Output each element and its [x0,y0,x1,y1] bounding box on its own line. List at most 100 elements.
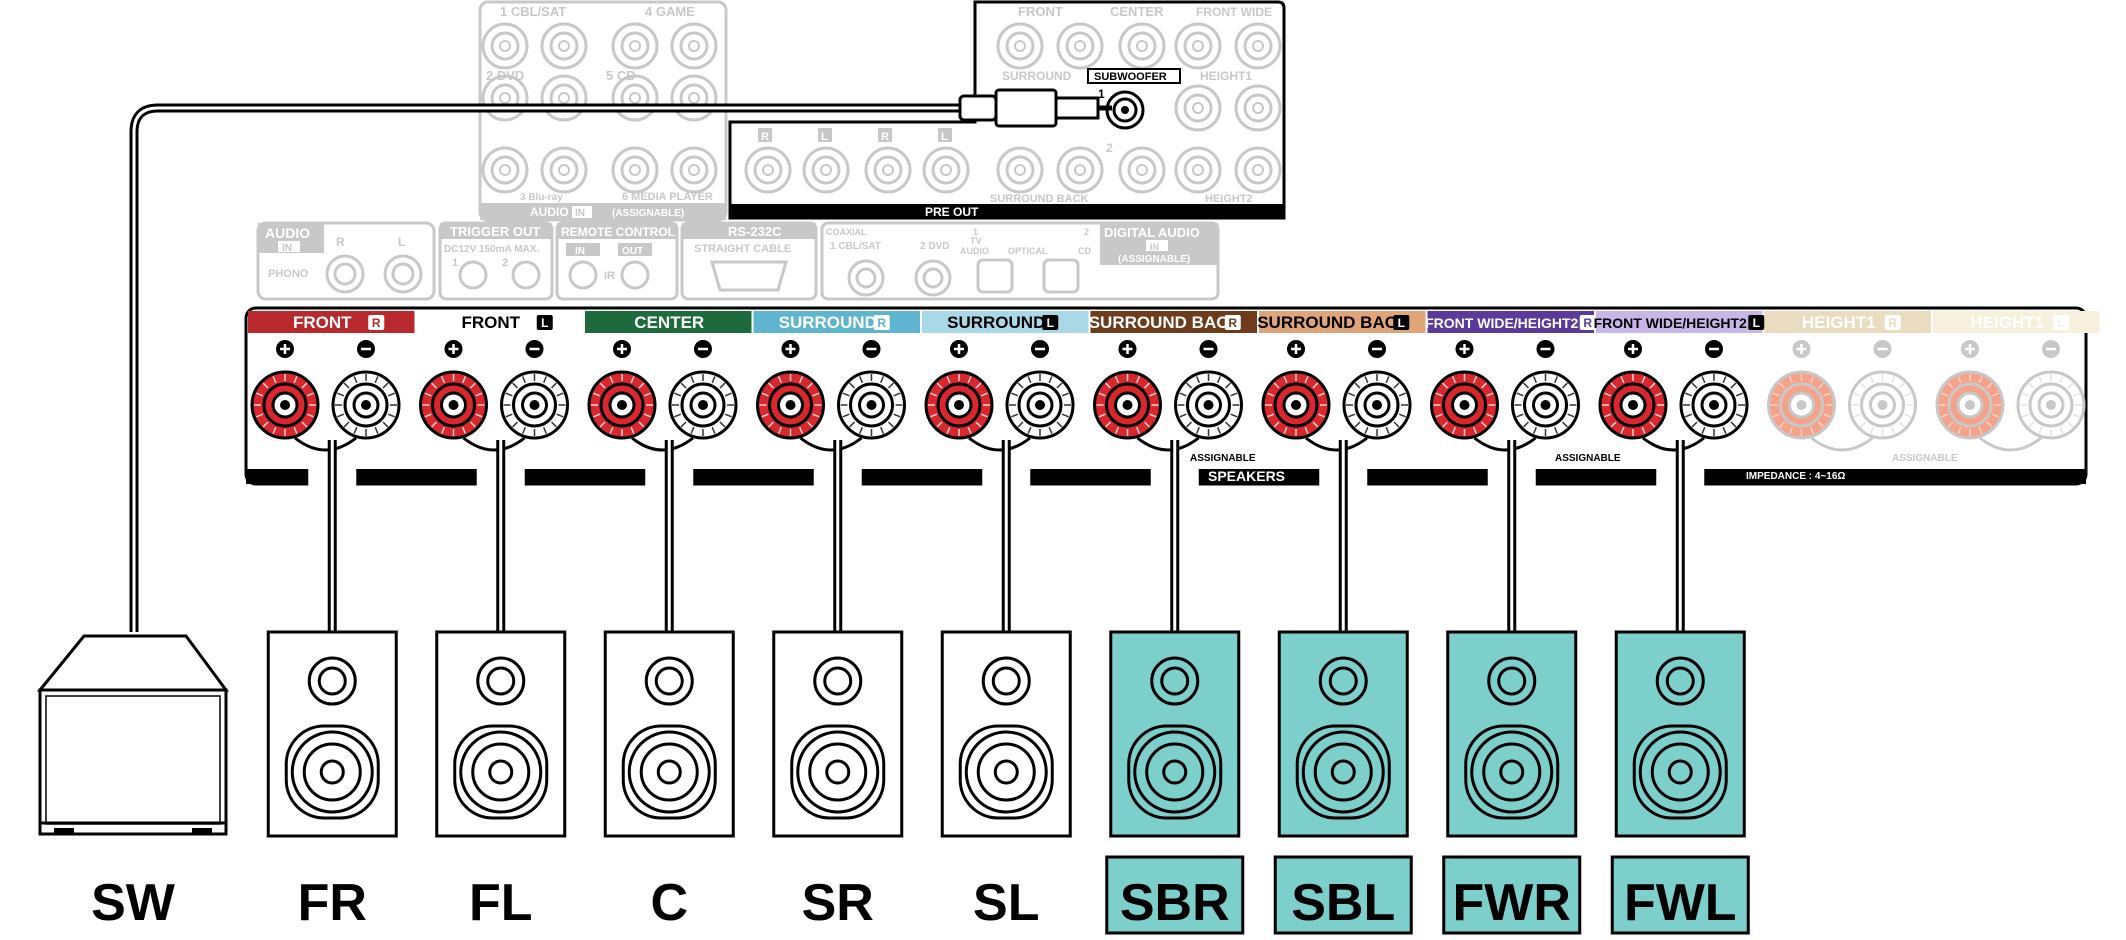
binding-post-negative[interactable] [1511,370,1580,440]
rca-input-jack [611,146,659,194]
channel-label: FRONT WIDE/HEIGHT2 [1594,315,1747,331]
rca-input-jack [670,22,718,70]
preout-jack [1174,84,1222,132]
channel-side-label: L [1047,316,1054,330]
input-label-game: 4 GAME [645,4,695,19]
input-label-media-player: 6 MEDIA PLAYER [622,191,713,203]
speaker-sbl [1277,630,1409,838]
preout-surround-label: SURROUND [1002,69,1072,83]
channel-terminal-front-l: FRONT L [416,311,583,452]
preout-jack [1234,84,1282,132]
speaker-sl [940,630,1072,838]
speaker-fr [266,630,398,838]
speaker-sbr [1109,630,1241,838]
trigger-out-label: TRIGGER OUT [450,224,540,239]
binding-post-positive[interactable] [587,370,657,440]
channel-side-label: L [541,316,548,330]
trigger-1: 1 [452,257,458,269]
speaker-label-box [1442,855,1582,935]
binding-post-negative[interactable] [1342,370,1412,440]
straight-cable-label: STRAIGHT CABLE [694,243,791,255]
speaker-label-fr: FR [298,874,367,932]
binding-post-positive[interactable] [250,370,320,440]
channel-label: FRONT [461,313,520,332]
remote-control-label: REMOTE CONTROL [561,225,675,239]
channel-label: SURROUND BACK [1257,313,1410,332]
channel-terminal-height1-r: HEIGHT1 R [1764,311,1931,452]
binding-post-negative[interactable] [837,370,906,440]
channel-label: HEIGHT1 [1802,313,1876,332]
speakers-label: SPEAKERS [1208,468,1285,484]
speaker-c [603,630,735,838]
speaker-sw [36,634,229,836]
remote-in-badge: IN [575,246,585,257]
channel-terminal-front-wide-height2-l: FRONT WIDE/HEIGHT2 L [1594,311,1765,452]
digital-in-badge: IN [1150,242,1159,252]
rca-input-jack [670,74,718,122]
binding-post-positive[interactable] [924,370,994,440]
audio-in-badge: IN [575,208,585,219]
binding-post-negative[interactable] [2016,370,2086,440]
binding-post-positive[interactable] [1598,370,1668,440]
channel-side-label: R [1888,316,1897,330]
channel-label: SURROUND [947,313,1045,332]
subwoofer-cable [129,88,1112,632]
binding-post-positive[interactable] [1935,370,2005,440]
binding-post-negative[interactable] [1005,370,1075,440]
binding-post-positive[interactable] [1261,370,1331,440]
input-label-cd: 5 CD [606,68,636,83]
binding-post-positive[interactable] [419,370,488,440]
upper-audio-inputs: 1 CBL/SAT 4 GAME 2 DVD 5 CD 3 Blu-ray 6 … [478,0,728,222]
rs232c-port[interactable] [710,260,788,292]
binding-post-negative[interactable] [1848,370,1917,440]
binding-post-negative[interactable] [331,370,401,440]
rca-input-jack [540,74,588,122]
speaker-label-fl: FL [469,874,533,932]
optical-cd: CD [1078,246,1091,256]
preout-jack [1174,22,1222,70]
preout-jack [922,146,970,194]
binding-post-negative[interactable] [668,370,738,440]
binding-post-positive[interactable] [1093,370,1162,440]
rca-input-jack [540,146,588,194]
binding-post-negative[interactable] [1679,370,1749,440]
binding-post-positive[interactable] [756,370,825,440]
channel-side-label: R [1228,316,1237,330]
rs232c-label: RS-232C [728,224,782,239]
channel-side-label: R [1583,316,1592,330]
binding-post-positive[interactable] [1767,370,1836,440]
speaker-label-sbl: SBL [1291,874,1395,932]
binding-post-negative[interactable] [500,370,569,440]
speaker-label-sw: SW [91,874,176,932]
preout-side-label: L [941,131,948,143]
assignable-label-3: ASSIGNABLE [1892,453,1958,464]
binding-post-negative[interactable] [1174,370,1243,440]
preout-jack [1056,146,1104,194]
speaker-sr [772,630,904,838]
preout-surround-back-label: SURROUND BACK [990,193,1088,205]
assignable-label-2: ASSIGNABLE [1555,453,1621,464]
rca-input-jack [611,22,659,70]
optical-2: 2 [1084,227,1089,237]
preout-jack [1234,146,1282,194]
binding-post-positive[interactable] [1430,370,1499,440]
speaker-label-fwr: FWR [1453,874,1571,932]
speaker-label-fwl: FWL [1624,874,1737,932]
trigger-spec: DC12V 150mA MAX. [444,244,539,255]
speaker-fwr [1446,630,1578,838]
channel-side-label: L [1753,316,1760,330]
subwoofer-jack[interactable] [1105,90,1145,130]
preout-center-label: CENTER [1110,4,1164,19]
input-label-dvd: 2 DVD [486,68,524,83]
preout-jack [1118,146,1166,194]
speaker-label-box [1105,855,1245,935]
channel-label: FRONT [293,313,352,332]
